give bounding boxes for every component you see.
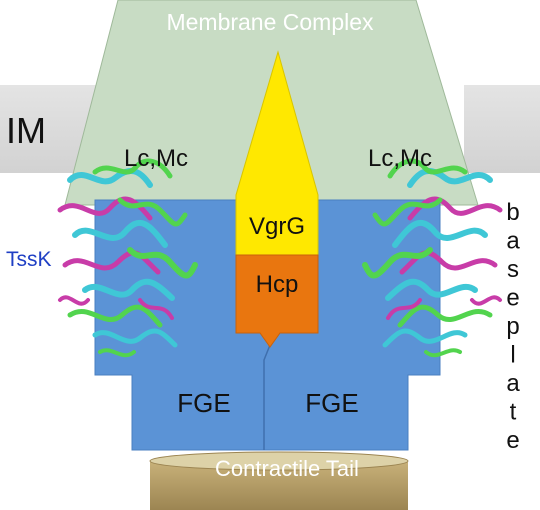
tssk-protein-structure-icon (57, 158, 198, 358)
lc-mc-left-label: Lc,Mc (124, 145, 188, 172)
baseplate-letter: l (510, 342, 515, 369)
tssk-protein-structure-icon (362, 158, 503, 358)
baseplate-letter: t (510, 399, 517, 426)
tssk-label: TssK (6, 248, 52, 271)
im-label: IM (6, 110, 46, 151)
vgrg-label: VgrG (249, 213, 305, 240)
contractile-tail-top (149, 451, 409, 471)
fge-divider (263, 344, 271, 450)
membrane-complex-label: Membrane Complex (166, 9, 374, 35)
hcp-label: Hcp (256, 271, 299, 298)
baseplate-letter: p (506, 313, 519, 340)
baseplate-letter: a (506, 228, 520, 255)
inner-membrane-band-right (464, 85, 540, 173)
baseplate-letter: a (506, 370, 520, 397)
hcp-tube (235, 254, 319, 348)
baseplate-letter: e (506, 427, 519, 454)
fge-right-label: FGE (305, 388, 358, 418)
contractile-tail-label: Contractile Tail (215, 456, 359, 481)
baseplate-letter: e (506, 285, 519, 312)
baseplate-letter: s (507, 256, 519, 283)
lc-mc-right-label: Lc,Mc (368, 145, 432, 172)
baseplate-letter: b (506, 199, 519, 226)
fge-left-label: FGE (177, 388, 230, 418)
